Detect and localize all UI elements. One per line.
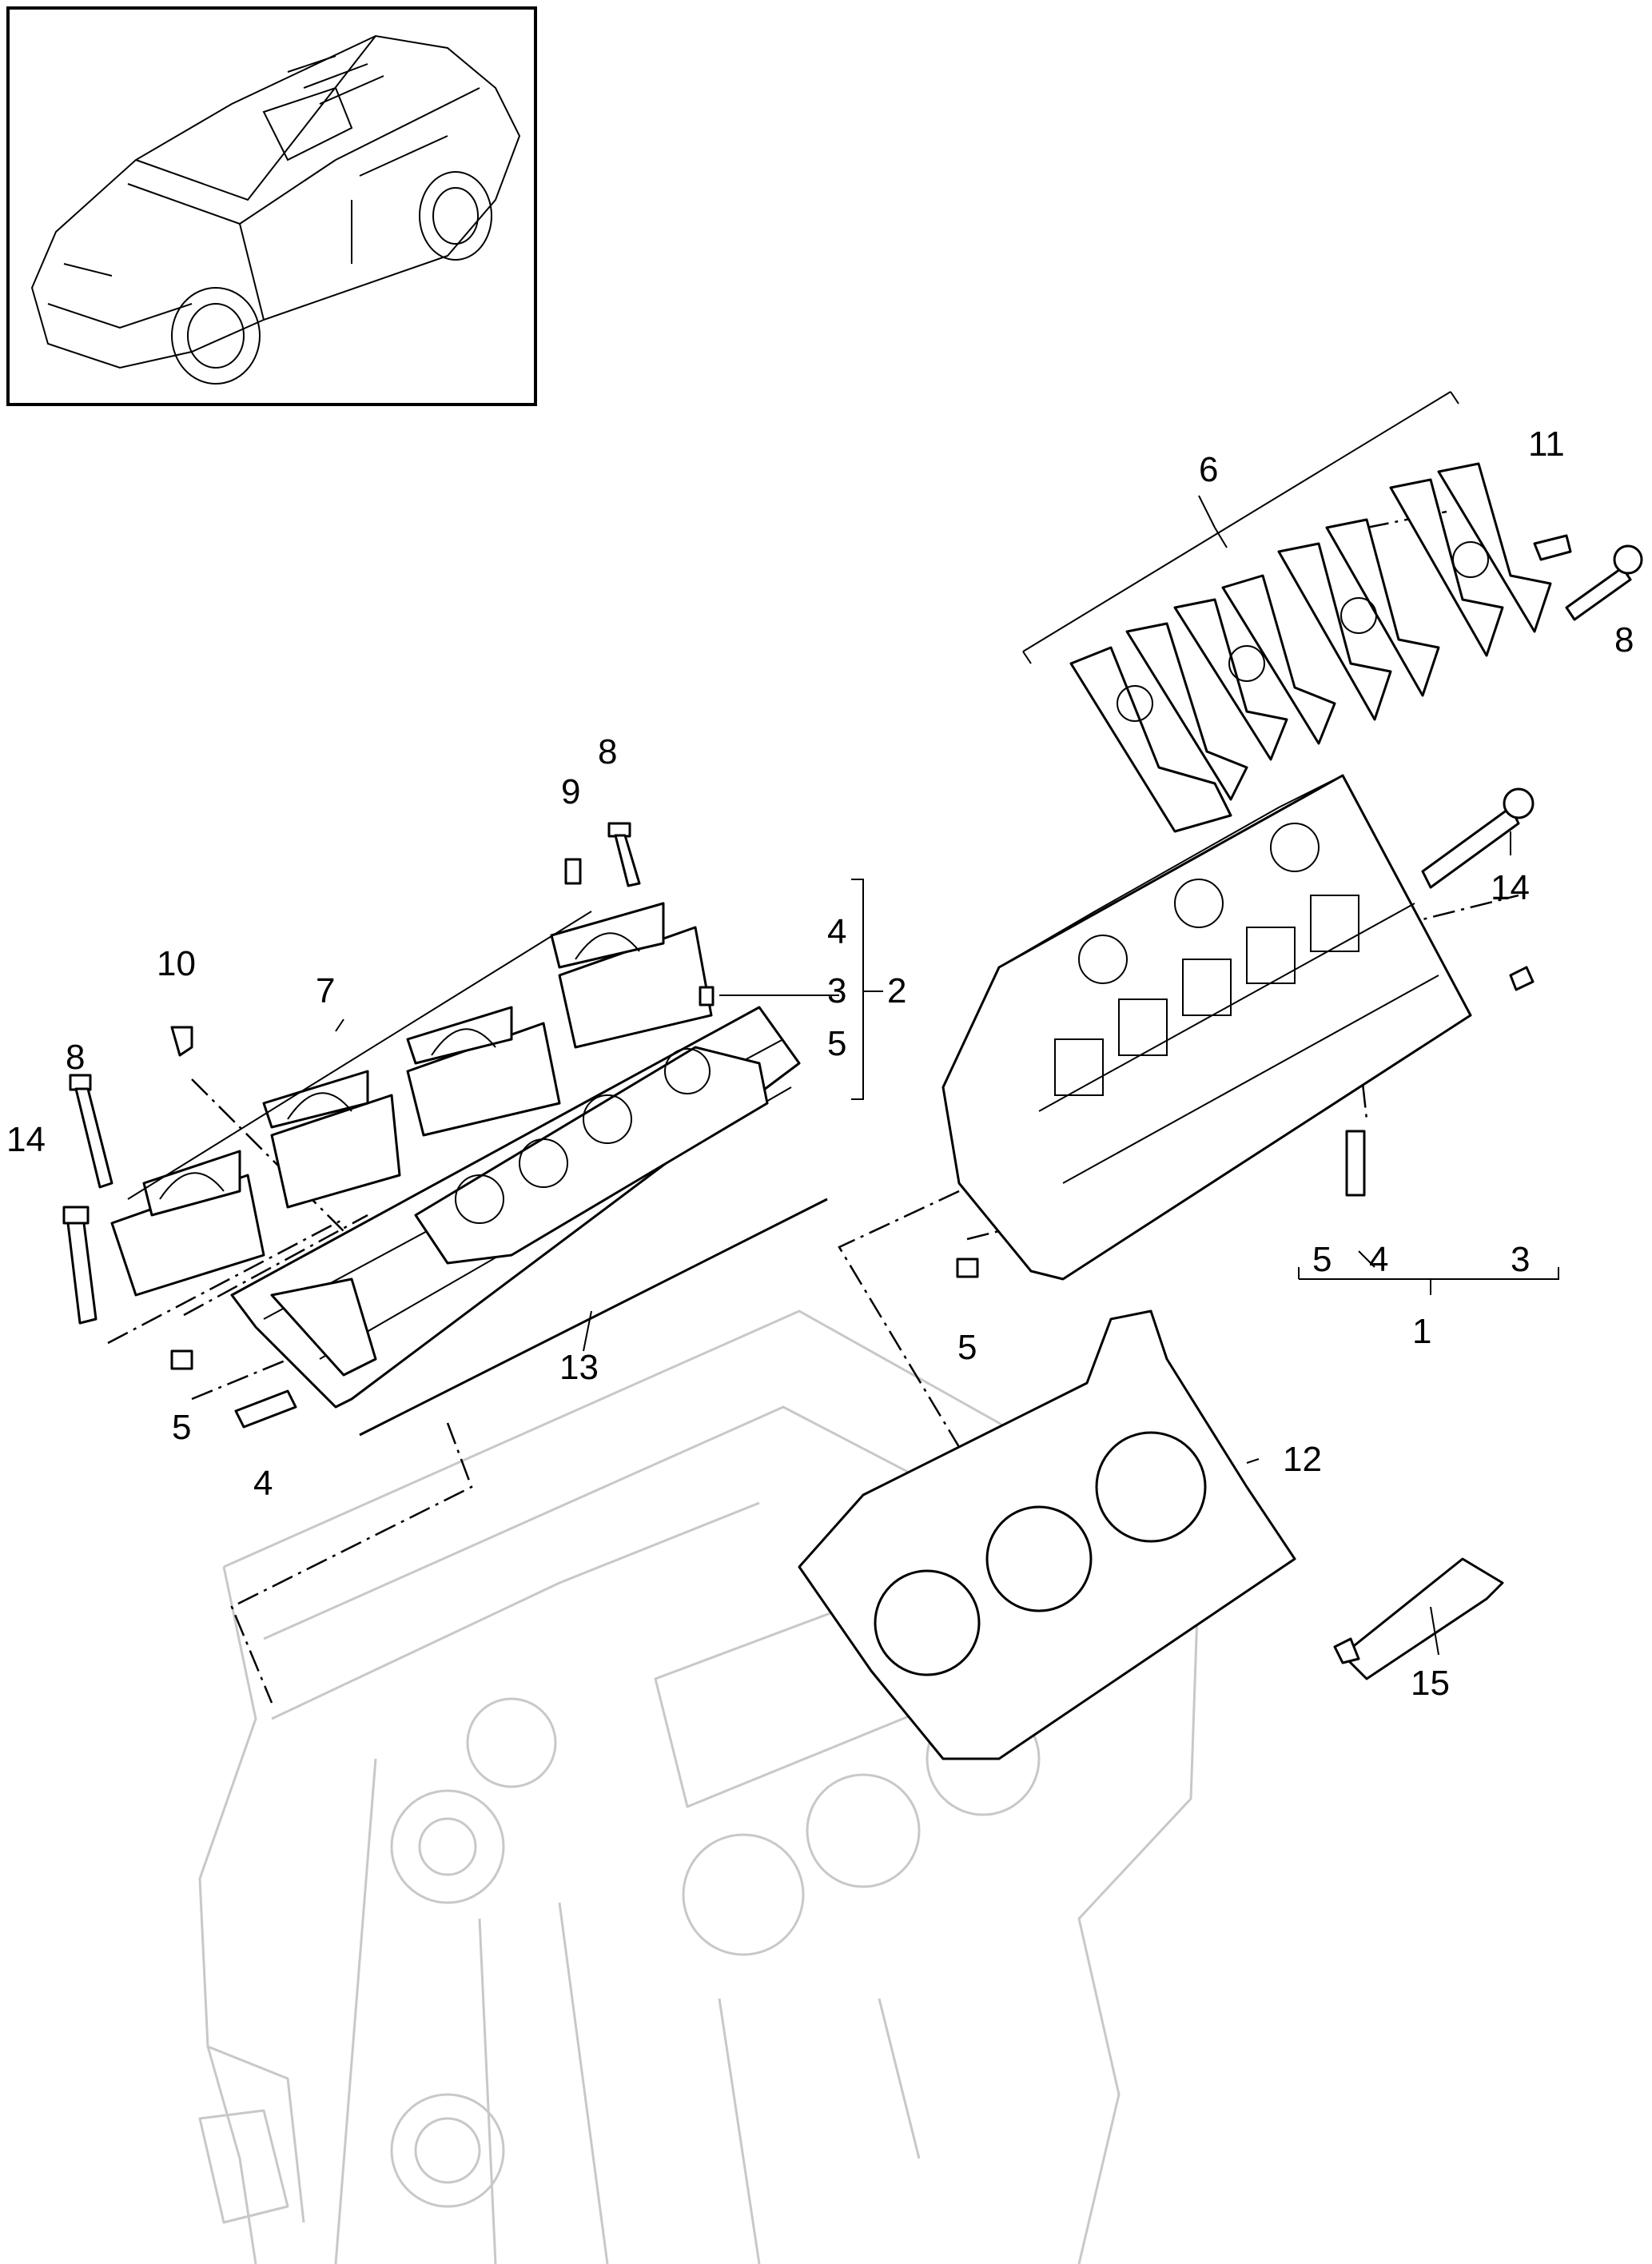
- callout-3-right: 3: [1511, 1240, 1530, 1279]
- callout-4-left-bracket: 4: [827, 912, 846, 951]
- callout-12: 12: [1283, 1440, 1322, 1479]
- callout-14-right: 14: [1491, 868, 1530, 907]
- callout-14-left: 14: [6, 1120, 46, 1159]
- callout-10: 10: [157, 944, 196, 983]
- head-gasket: [798, 1309, 1296, 1760]
- callout-5-center: 5: [957, 1328, 977, 1367]
- gasket-strip: [359, 1198, 828, 1437]
- callout-5-right: 5: [1312, 1240, 1332, 1279]
- callout-9: 9: [561, 772, 580, 811]
- leader-lines: [127, 391, 1559, 1656]
- callout-5-left-bracket: 5: [827, 1024, 846, 1063]
- callout-11: 11: [1528, 424, 1565, 464]
- centre-lines: [107, 510, 1519, 1704]
- fasteners: [62, 534, 1643, 1680]
- callout-labels: 1 2 3 3 4 4 4 5 5 5 5 6 7 8 8 8 9 10 11 …: [6, 424, 1634, 1703]
- engine-block-ghost: [198, 1309, 1200, 2264]
- callout-4-right: 4: [1369, 1240, 1388, 1279]
- bearing-caps-7: [110, 902, 713, 1297]
- callout-15: 15: [1411, 1664, 1450, 1703]
- callout-2: 2: [887, 971, 906, 1010]
- callout-3-left: 3: [827, 971, 846, 1010]
- callout-7: 7: [316, 971, 335, 1010]
- suv-thumbnail-icon: [30, 34, 521, 385]
- callout-4-bottom: 4: [253, 1464, 273, 1503]
- cylinder-head-right: [941, 774, 1472, 1281]
- bearing-caps-6: [1069, 462, 1552, 833]
- callout-5-left: 5: [172, 1408, 191, 1447]
- callout-8-top: 8: [598, 732, 617, 771]
- callout-13: 13: [559, 1348, 599, 1387]
- callout-1: 1: [1412, 1312, 1431, 1351]
- callout-6: 6: [1199, 450, 1218, 489]
- callout-8-right: 8: [1614, 620, 1634, 660]
- vehicle-thumbnail: [6, 6, 537, 406]
- cylinder-head-left: [230, 1006, 801, 1409]
- callout-8-left: 8: [66, 1038, 85, 1077]
